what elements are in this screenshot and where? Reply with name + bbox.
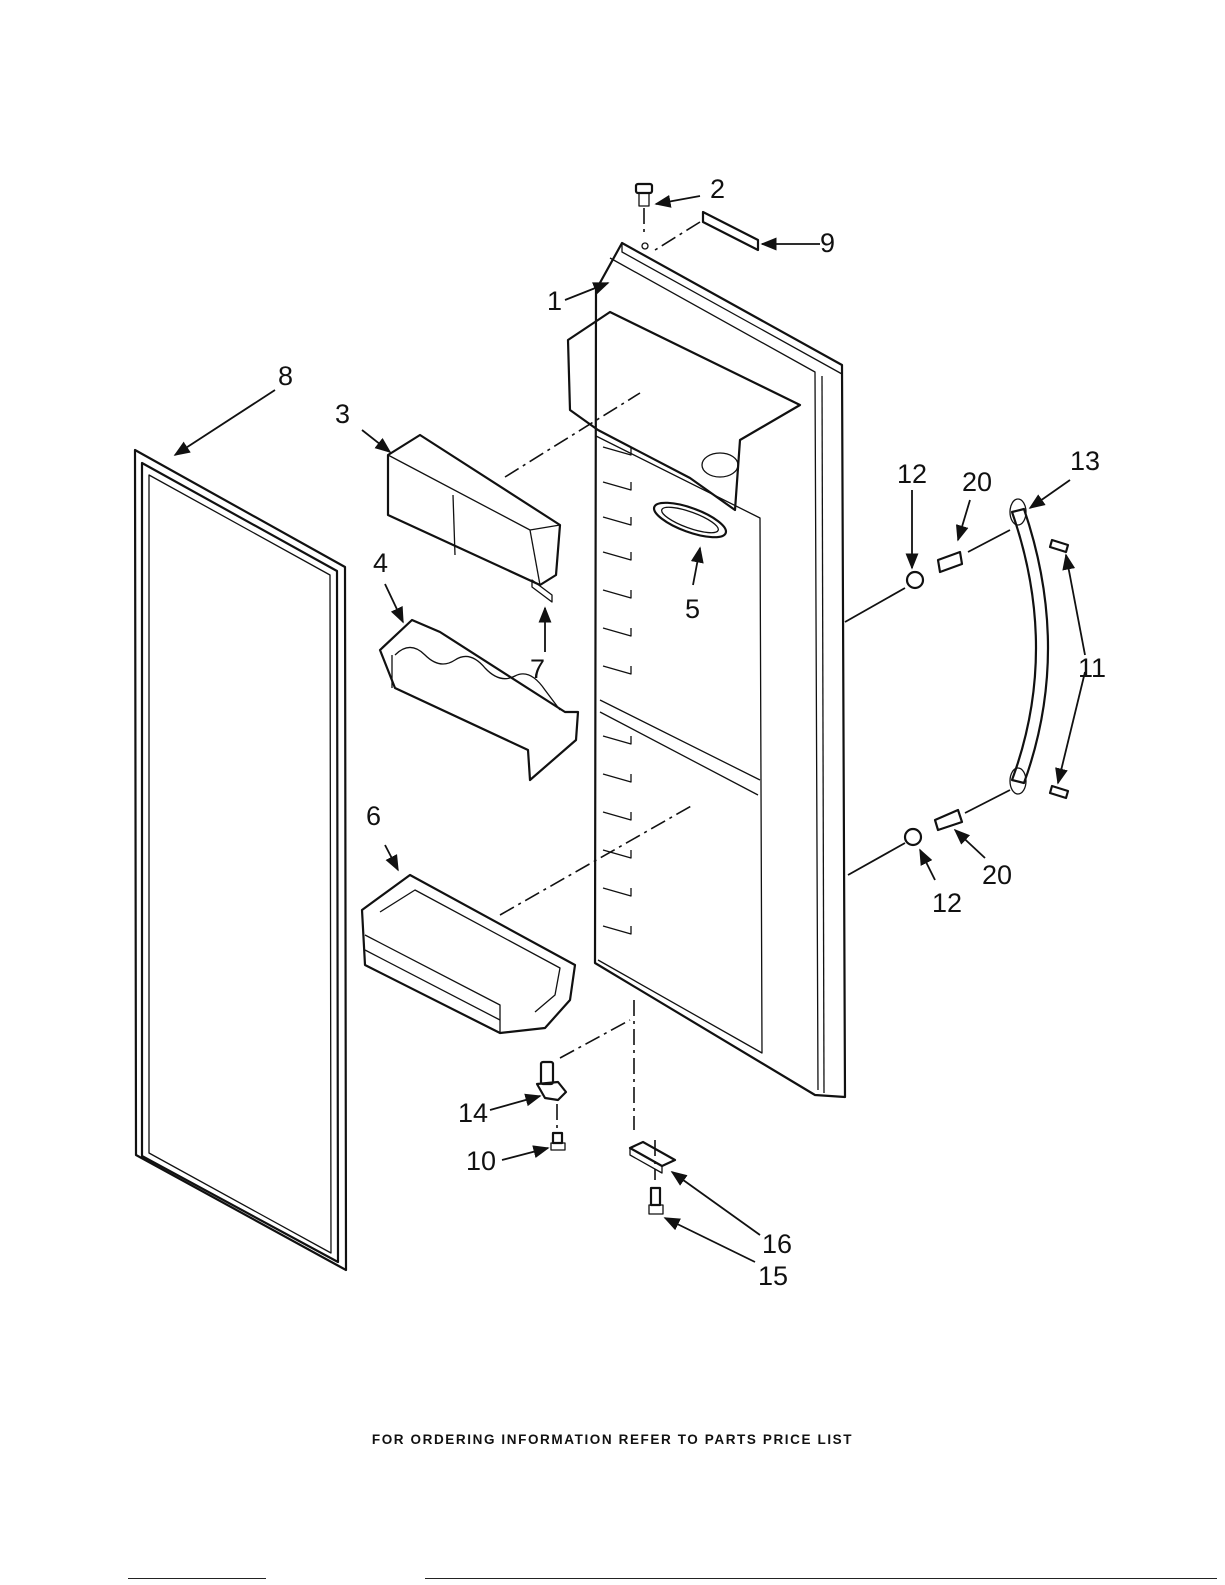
handle-studs-part [935,552,962,830]
oval-trim-part [650,496,730,545]
handle-mount-lines [845,530,1010,875]
callout-2: 2 [710,174,725,204]
refrigerator-door-part [568,243,845,1097]
callout-4: 4 [373,548,388,578]
callout-12-top: 12 [897,459,927,489]
callout-9: 9 [820,228,835,258]
callout-13: 13 [1070,446,1100,476]
lower-hinge-part [537,1020,630,1128]
label-part [655,212,758,250]
callout-12-bottom: 12 [932,888,962,918]
plate-screw-part [649,1188,663,1214]
callout-labels: 2 9 1 8 3 4 7 5 6 12 20 13 11 20 12 14 1… [278,174,1106,1291]
hinge-plate-part [630,1000,675,1180]
callout-16: 16 [762,1229,792,1259]
callout-6: 6 [366,801,381,831]
door-gasket-part [135,450,346,1270]
bottom-rule-right [425,1578,1217,1579]
callout-7: 7 [530,654,545,684]
handle-screws-part [1050,540,1068,798]
bottom-rule-left [128,1578,266,1579]
callout-1: 1 [547,286,562,316]
callout-3: 3 [335,399,350,429]
callout-11: 11 [1078,653,1106,683]
hinge-screw-part [551,1133,565,1150]
callout-5: 5 [685,594,700,624]
callout-10: 10 [466,1146,496,1176]
plug-part [636,184,652,249]
callout-8: 8 [278,361,293,391]
ordering-info-footer: FOR ORDERING INFORMATION REFER TO PARTS … [0,1432,1225,1447]
egg-tray-part [380,620,578,780]
dispenser-cover-part [388,393,640,585]
callout-20-top: 20 [962,467,992,497]
callout-15: 15 [758,1261,788,1291]
callout-14: 14 [458,1098,488,1128]
handle-spacers-part [905,572,923,845]
callout-20-bottom: 20 [982,860,1012,890]
door-handle-part [1010,499,1048,794]
callout-leaders [175,196,1085,1262]
door-bin-part [362,805,693,1033]
